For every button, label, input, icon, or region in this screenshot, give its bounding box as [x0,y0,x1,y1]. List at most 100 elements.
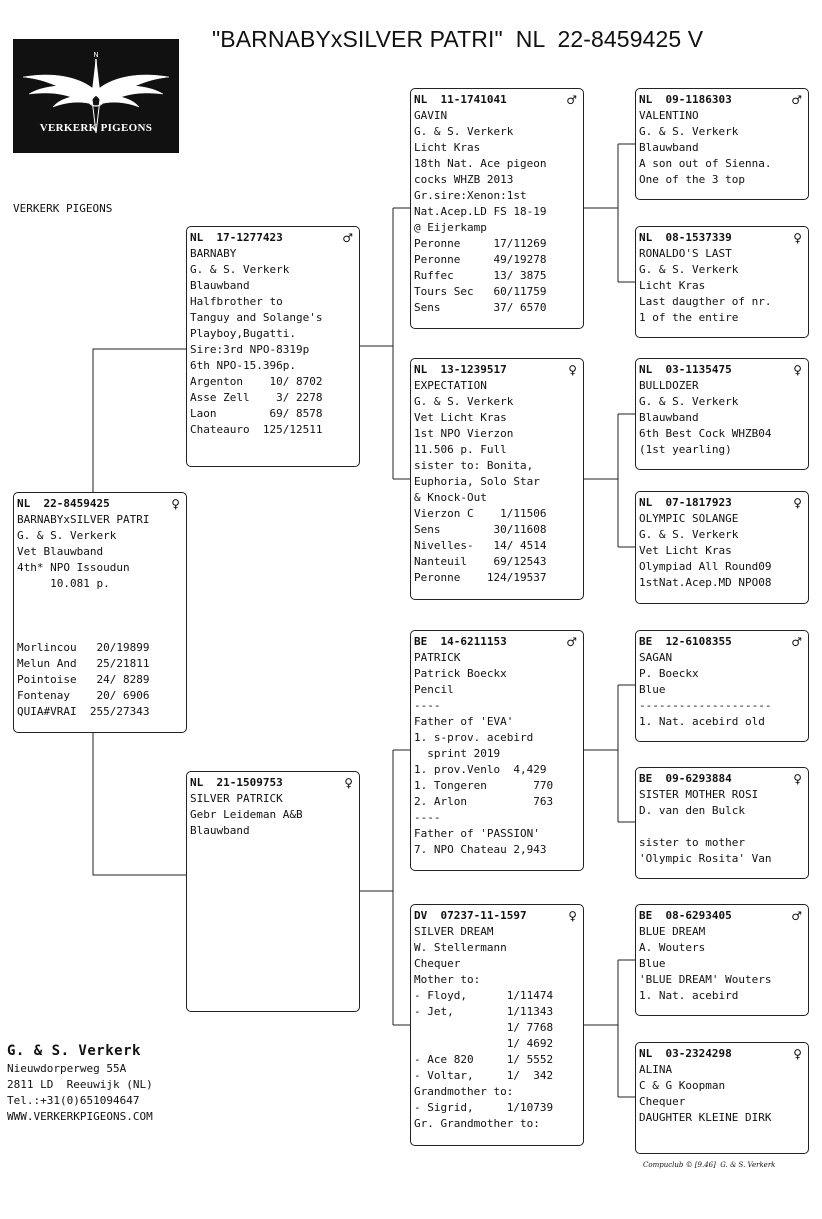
pigeon-info-line: G. & S. Verkerk [190,263,290,276]
pigeon-info-line: Nat.Acep.LD FS 18-19 [414,205,547,218]
ring-number-text: NL 11-1741041 [414,93,507,106]
pigeon-info-line: Peronne 17/11269 [414,237,547,250]
logo-text: VERKERK PIGEONS [39,122,153,134]
pigeon-info-line: Last daugther of nr. [639,295,772,308]
pigeon-info-line: G. & S. Verkerk [639,528,739,541]
pigeon-info-line: Olympiad All Round09 [639,560,772,573]
pigeon-card-sire-dam[interactable]: NL 13-1239517 ♀ EXPECTATION G. & S. Verkerk… [410,358,584,600]
pigeon-name: SILVER DREAM [414,925,494,938]
pigeon-card-dam[interactable]: NL 21-1509753♀SILVER PATRICK Gebr Leidema… [186,771,360,1012]
pigeon-info-line: Ruffec 13/ 3875 [414,269,547,282]
pigeon-info-line: Chateauro 125/12511 [190,423,323,436]
pigeon-info-line: 11.506 p. Full [414,443,507,456]
pigeon-info-line: sister to: Bonita, [414,459,534,472]
ring-number-text: BE 14-6211153 [414,635,507,648]
ring-number: NL 07-1817923♀ [639,495,808,511]
pigeon-info-line: Peronne 124/19537 [414,571,547,584]
pigeon-info-line: Pointoise 24/ 8289 [17,673,150,686]
pigeon-info-line: Laon 69/ 8578 [190,407,323,420]
pigeon-name: BULLDOZER [639,379,699,392]
pigeon-info-line: Sens 30/11608 [414,523,547,536]
male-symbol-icon: ♂ [566,93,577,107]
pigeon-info-line: - Ace 820 1/ 5552 [414,1053,554,1066]
pigeon-name: BARNABY [190,247,237,260]
ring-number-text: NL 13-1239517 [414,363,507,376]
ring-number: NL 22-8459425♀ [17,496,186,512]
pigeon-info-line: Pencil [414,683,454,696]
pigeon-info-line: Father of 'EVA' [414,715,514,728]
pigeon-info-line: Morlincou 20/19899 [17,641,150,654]
ring-number: NL 03-2324298♀ [639,1046,808,1062]
pigeon-info-line: Sens 37/ 6570 [414,301,547,314]
pigeon-info-line: DAUGHTER KLEINE DIRK [639,1111,772,1124]
female-symbol-icon: ♀ [568,363,577,377]
pigeon-info-line: 1. Tongeren 770 [414,779,554,792]
ring-number: NL 13-1239517 ♀ [414,362,583,378]
footer-credit: Compuclub © [9.46] G. & S. Verkerk [643,1161,776,1169]
pigeon-info-line: 4th* NPO Issoudun [17,561,130,574]
ring-number: NL 03-1135475♀ [639,362,808,378]
female-symbol-icon: ♀ [793,772,802,786]
compass-letter: N [93,51,98,59]
pigeon-info-line: sister to mother [639,836,745,849]
pigeon-info-line: G. & S. Verkerk [639,125,739,138]
ring-number-text: NL 09-1186303 [639,93,732,106]
male-symbol-icon: ♂ [566,635,577,649]
pigeon-info-line: A son out of Sienna. [639,157,772,170]
pigeon-info-line: ---- [414,699,441,712]
pigeon-info-line: G. & S. Verkerk [639,263,739,276]
pigeon-info-line: Tanguy and Solange's [190,311,323,324]
pigeon-info-line: Fontenay 20/ 6906 [17,689,150,702]
pigeon-info-line: Licht Kras [414,141,481,154]
pigeon-name: SILVER PATRICK [190,792,283,805]
pigeon-info-line: Grandmother to: [414,1085,514,1098]
pigeon-info-line: Gr.sire:Xenon:1st [414,189,527,202]
ring-number-text: BE 08-6293405 [639,909,732,922]
pigeon-info-line: G. & S. Verkerk [414,395,514,408]
pigeon-info-line: Nivelles- 14/ 4514 [414,539,547,552]
pigeon-info-line: Vet Licht Kras [414,411,507,424]
pigeon-name: SAGAN [639,651,673,664]
pigeon-name: BARNABYxSILVER PATRI [17,513,150,526]
ring-number: BE 14-6211153 ♂ [414,634,583,650]
pigeon-info-line: - Floyd, 1/11474 [414,989,554,1002]
pigeon-info-line: Vet Licht Kras [639,544,732,557]
pigeon-info-line: Halfbrother to [190,295,283,308]
pigeon-info-line: Gebr Leideman A&B [190,808,303,821]
pigeon-info-line: Melun And 25/21811 [17,657,150,670]
owner-website[interactable]: WWW.VERKERKPIGEONS.COM [7,1110,153,1123]
ring-number: NL 21-1509753♀ [190,775,359,791]
pigeon-info-line: C & G Koopman [639,1079,726,1092]
pigeon-info-line: 7. NPO Chateau 2,943 [414,843,547,856]
pigeon-name: GAVIN [414,109,448,122]
pigeon-info-line: 6th NPO-15.396p. [190,359,296,372]
pigeon-info-line [17,592,186,608]
ring-number: NL 11-1741041 ♂ [414,92,583,108]
ring-number: NL 09-1186303♂ [639,92,808,108]
pigeon-info-line: D. van den Bulck [639,804,745,817]
pigeon-name: EXPECTATION [414,379,487,392]
ring-number-text: NL 03-1135475 [639,363,732,376]
pigeon-info-line: 1. Nat. acebird old [639,715,765,728]
owner-line: 2811 LD Reeuwijk (NL) [7,1078,153,1091]
ring-number-text: NL 08-1537339 [639,231,732,244]
pigeon-info-line: - Voltar, 1/ 342 [414,1069,554,1082]
pigeon-info-line: 'Olympic Rosita' Van [639,852,772,865]
pigeon-info-line: QUIA#VRAI 255/27343 [17,705,150,718]
male-symbol-icon: ♂ [342,231,353,245]
pigeon-info-line: - Jet, 1/11343 [414,1005,554,1018]
pigeon-info-line: Blauwband [639,411,699,424]
